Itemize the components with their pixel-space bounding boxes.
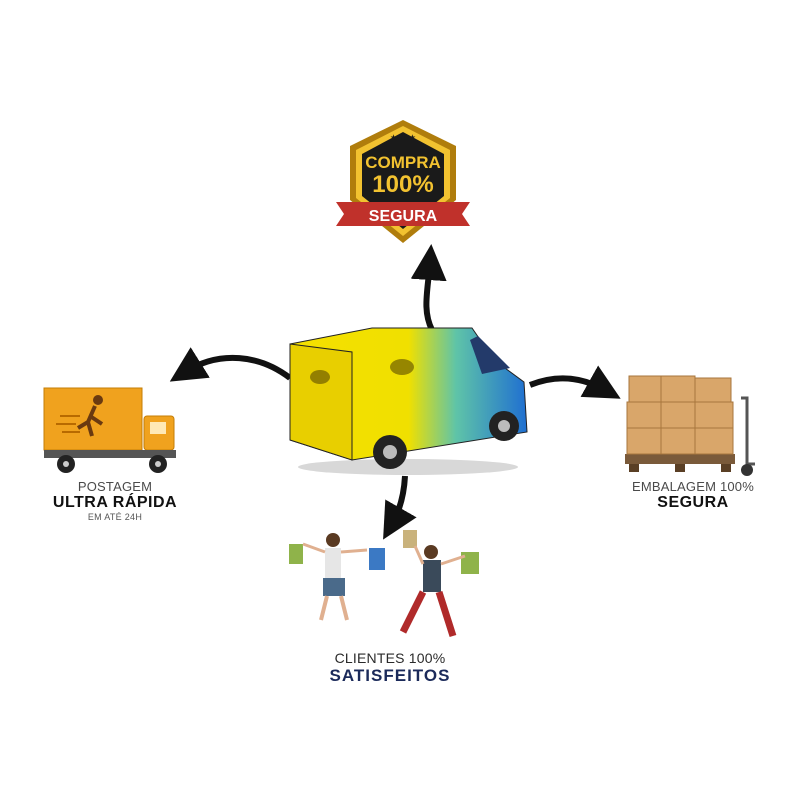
secure-purchase-badge-icon: ★ ★ ★ COMPRA 100% SEGURA: [336, 120, 470, 243]
pallet-boxes-icon: [625, 375, 755, 476]
truck-icon: [43, 387, 176, 473]
arrow-left-icon: [169, 347, 292, 382]
postagem-title: ULTRA RÁPIDA: [52, 494, 178, 511]
embalagem-small-label: EMBALAGEM 100%: [631, 479, 754, 494]
svg-text:COMPRA: COMPRA: [365, 153, 441, 172]
happy-shoppers-icon: [289, 530, 479, 638]
svg-text:SEGURA: SEGURA: [369, 208, 438, 225]
clientes-small-label: CLIENTES 100%: [334, 650, 446, 666]
arrow-right-icon: [528, 365, 621, 399]
clientes-label-group: CLIENTES 100% SATISFEITOS: [290, 650, 490, 686]
svg-text:★ ★ ★: ★ ★ ★: [390, 133, 416, 142]
embalagem-title: SEGURA: [657, 494, 729, 511]
arrow-down-icon: [383, 475, 417, 540]
arrow-up-icon: [410, 244, 447, 332]
postagem-small-label: POSTAGEM: [77, 479, 153, 494]
delivery-van-icon: [289, 327, 528, 475]
postagem-label-group: POSTAGEM ULTRA RÁPIDA EM ATÉ 24H: [30, 479, 200, 522]
postagem-subtitle: EM ATÉ 24H: [87, 512, 143, 522]
clientes-title: SATISFEITOS: [329, 666, 451, 685]
embalagem-label-group: EMBALAGEM 100% SEGURA: [600, 479, 786, 512]
svg-text:100%: 100%: [372, 171, 433, 198]
